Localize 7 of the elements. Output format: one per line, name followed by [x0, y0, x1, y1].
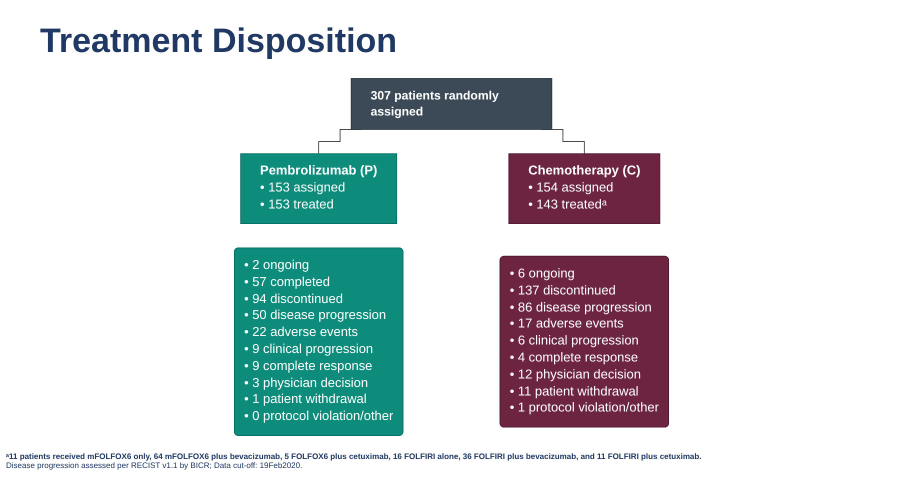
footnote: Disease progression assessed per RECIST v1.1 by BICR; Data cut-off: 19Feb2020.	[6, 461, 304, 470]
flowchart: 307 patients randomly assigned Pembrolizumab (P) • 153 assigned • 153 treated Chemotherapy (C) • 154 assigned • 143 treatedᵃ • 2 ongoing • 57 completed • 94 discontinued • 50 disease progression • 22 adverse events • 9 clinical progression • 9 complete response • 3 physician decision • 1 patient withdrawal • 0 protocol violation/other • 6 ongoing • 137 discontinued • 86 disease progression • 17 adverse events • 6 clinical progression • 4 complete response • 12 physician decision • 11 patient withdrawal • 1 protocol violation/other	[40, 72, 863, 442]
node-box	[350, 78, 552, 130]
node-box	[240, 153, 398, 224]
node-box	[508, 153, 660, 224]
slide-title: Treatment Disposition	[40, 22, 398, 61]
footnote: ᵃ11 patients received mFOLFOX6 only, 64 mFOLFOX6 plus bevacizumab, 5 FOLFOX6 plus cetuximab, 16 FOLFIRI alone, 36 FOLFIRI plus bevacizumab, and 11 FOLFIRI plus cetuximab.	[6, 452, 702, 461]
